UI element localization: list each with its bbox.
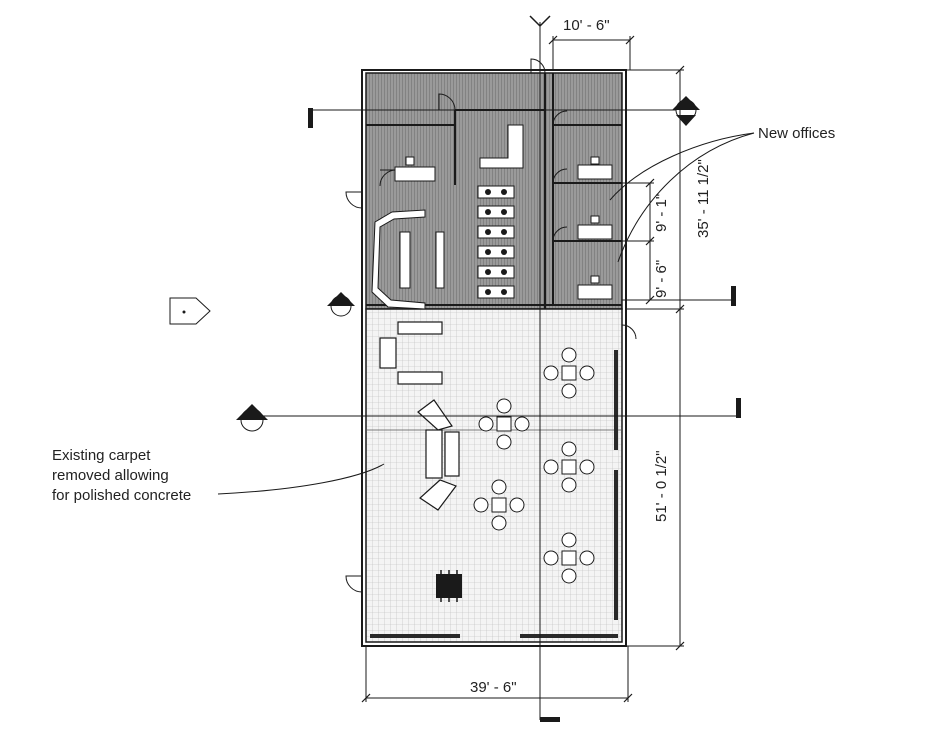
door-swing-icon <box>345 58 637 593</box>
cafe-tables <box>473 347 595 584</box>
foosball-table <box>436 570 462 602</box>
table-group <box>543 347 595 399</box>
dim-top-width: 10' - 6" <box>563 17 610 34</box>
section-marker-icon <box>327 292 355 317</box>
dim-lower-depth: 51' - 0 1/2" <box>653 450 670 522</box>
section-marker-icon <box>672 96 700 126</box>
dimension-ticks <box>361 35 685 703</box>
exterior-wall <box>361 69 627 647</box>
note-carpet-line-3: for polished concrete <box>52 487 191 504</box>
dim-upper-depth: 35' - 11 1/2" <box>695 159 712 238</box>
leader-lines <box>217 132 755 495</box>
section-marker-icon <box>529 15 551 28</box>
section-lines <box>250 22 740 720</box>
note-carpet-line-1: Existing carpet <box>52 447 151 464</box>
perimeter-benches <box>370 350 618 638</box>
note-carpet-line-2: removed allowing <box>52 467 169 484</box>
dim-office-1: 9' - 1" <box>653 194 670 232</box>
table-group <box>543 441 595 493</box>
table-group <box>473 479 525 531</box>
furniture-icon <box>371 124 613 310</box>
section-end-marks <box>308 108 741 722</box>
table-group <box>543 532 595 584</box>
lounge-sofa <box>379 321 460 511</box>
workstation-chairs <box>485 189 507 295</box>
table-group <box>478 398 530 450</box>
elevation-marker-icon <box>169 297 211 325</box>
dim-office-2: 9' - 6" <box>653 260 670 298</box>
dim-overall-width: 39' - 6" <box>470 679 517 696</box>
note-new-offices: New offices <box>758 125 835 142</box>
section-marker-icon <box>236 404 268 432</box>
lower-zone-floor <box>365 308 623 643</box>
